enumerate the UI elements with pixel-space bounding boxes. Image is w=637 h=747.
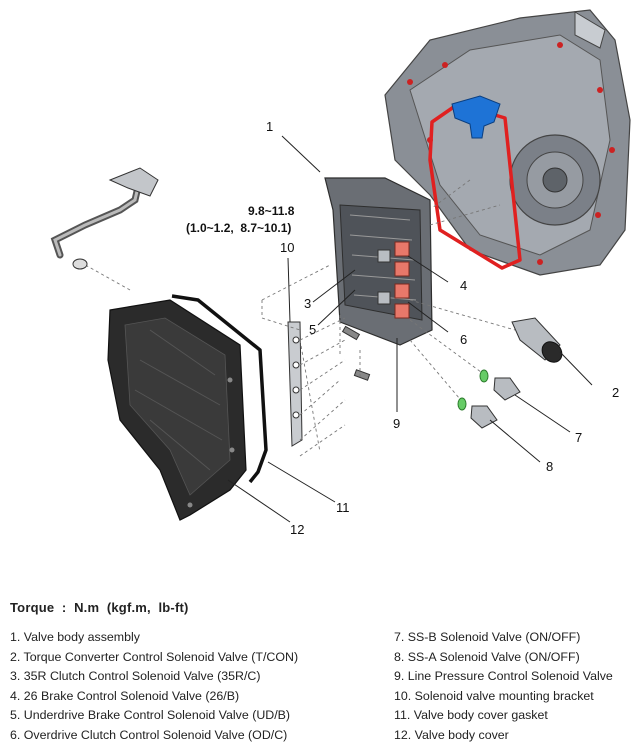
- legend-item: 4. 26 Brake Control Solenoid Valve (26/B…: [10, 688, 240, 703]
- solenoid-valve-ss-b: [479, 369, 521, 401]
- bolts: [341, 325, 371, 381]
- callout-9: 9: [393, 416, 400, 431]
- callout-11: 11: [336, 500, 350, 515]
- callout-2: 2: [612, 385, 619, 400]
- legend-item: 11. Valve body cover gasket: [394, 708, 548, 722]
- legend-item: 8. SS-A Solenoid Valve (ON/OFF): [394, 649, 580, 664]
- callout-6: 6: [460, 332, 467, 347]
- legend-item: 12. Valve body cover: [394, 727, 509, 742]
- blue-bracket: [451, 95, 501, 139]
- callout-4: 4: [460, 278, 467, 293]
- legend-item: 10. Solenoid valve mounting bracket: [394, 688, 594, 703]
- solenoid-mounting-bracket: [287, 321, 303, 447]
- solenoid-valve-ss-a: [457, 397, 498, 429]
- legend-left-column: 1. Valve body assembly 2. Torque Convert…: [10, 628, 385, 745]
- dashed-guides: [79, 179, 516, 457]
- legend-item: 5. Underdrive Brake Control Solenoid Val…: [10, 708, 291, 722]
- torque-spec-kgf-lbft: (1.0~1.2, 8.7~10.1): [186, 221, 291, 235]
- legend-right-column: 7. SS-B Solenoid Valve (ON/OFF) 8. SS-A …: [394, 628, 634, 745]
- legend-item: 6. Overdrive Clutch Control Solenoid Val…: [10, 727, 288, 742]
- callout-7: 7: [575, 430, 582, 445]
- legend-item: 1. Valve body assembly: [10, 630, 140, 644]
- callout-8: 8: [546, 459, 553, 474]
- legend-item: 3. 35R Clutch Control Solenoid Valve (35…: [10, 669, 261, 683]
- callout-12: 12: [290, 522, 304, 537]
- valve-body-cover-gasket: [171, 294, 268, 484]
- legend-item: 7. SS-B Solenoid Valve (ON/OFF): [394, 630, 581, 644]
- solenoid-valve-tcon: [511, 317, 563, 363]
- breather-pipe: [50, 167, 159, 270]
- valve-body-assembly: [324, 177, 433, 346]
- callout-3: 3: [304, 296, 311, 311]
- valve-body-cover: [107, 299, 247, 521]
- torque-units-title: Torque : N.m (kgf.m, lb-ft): [10, 600, 189, 615]
- torque-spec-nm: 9.8~11.8: [248, 204, 295, 218]
- legend-item: 2. Torque Converter Control Solenoid Val…: [10, 649, 299, 664]
- leader-lines: [227, 135, 593, 523]
- callout-10: 10: [280, 240, 294, 255]
- legend-item: 9. Line Pressure Control Solenoid Valve: [394, 669, 613, 683]
- callout-5: 5: [309, 322, 316, 337]
- callout-1: 1: [266, 119, 273, 134]
- exploded-diagram: 1 2 3 4 5 6 7 8 9 10 11 12 9.8~11.8 (1.0…: [50, 9, 631, 537]
